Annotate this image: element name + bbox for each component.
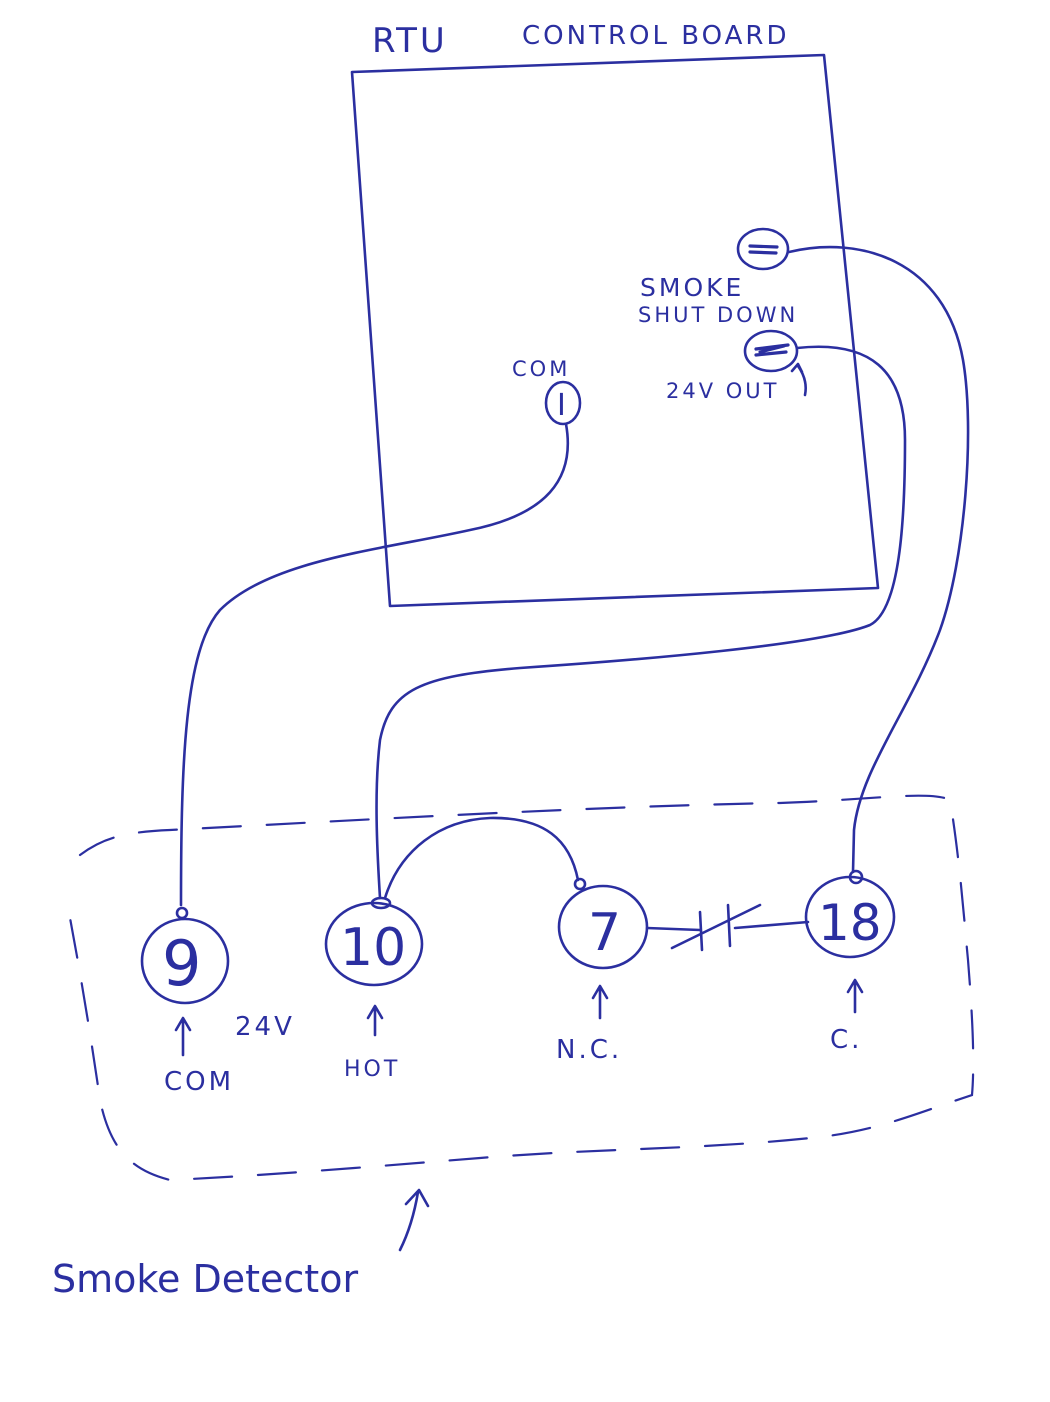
24v-out-arrow xyxy=(790,362,807,397)
svg-text:9: 9 xyxy=(162,927,201,1000)
wire-24v-out-to-10 xyxy=(375,345,907,900)
wire-jumper-10-to-7 xyxy=(383,816,580,900)
smoke-shutdown-label-2: SHUT DOWN xyxy=(638,303,798,327)
smoke-detector-label: Smoke Detector xyxy=(52,1257,358,1301)
24v-out-label: 24V OUT xyxy=(666,379,780,403)
detector-terminal-18: 18 xyxy=(804,869,896,959)
wire-com-to-9 xyxy=(179,422,570,907)
arrow-under-18 xyxy=(846,978,864,1014)
arrow-under-10 xyxy=(366,1004,384,1037)
caption-10: HOT xyxy=(344,1057,400,1082)
title-rtu: RTU xyxy=(372,21,448,61)
arrow-under-7 xyxy=(591,984,609,1020)
nc-contact-symbol xyxy=(645,903,810,952)
board-terminal-smoke xyxy=(736,227,790,271)
svg-text:18: 18 xyxy=(818,894,882,952)
svg-text:I: I xyxy=(557,388,566,423)
com-label: COM xyxy=(512,357,570,381)
detector-terminal-9: 9 xyxy=(140,906,230,1005)
detector-terminal-7: 7 xyxy=(557,877,649,970)
smoke-detector-boundary xyxy=(68,794,975,1182)
caption-7: N.C. xyxy=(556,1035,622,1065)
smoke-detector-arrow xyxy=(398,1188,430,1252)
side-note-24v: 24V xyxy=(235,1012,295,1042)
caption-18: C. xyxy=(830,1025,862,1055)
wire-smoke-to-18 xyxy=(787,245,970,874)
smoke-shutdown-label-1: SMOKE xyxy=(640,273,744,302)
board-terminal-com: I xyxy=(544,380,582,426)
caption-9: COM xyxy=(164,1067,234,1097)
board-terminal-24v-out xyxy=(743,329,799,373)
svg-text:7: 7 xyxy=(588,903,621,963)
svg-text:10: 10 xyxy=(340,918,406,978)
title-control-board: CONTROL BOARD xyxy=(522,21,790,51)
detector-terminal-10: 10 xyxy=(324,896,424,987)
arrow-under-9 xyxy=(174,1016,192,1057)
control-board-outline xyxy=(350,53,880,608)
